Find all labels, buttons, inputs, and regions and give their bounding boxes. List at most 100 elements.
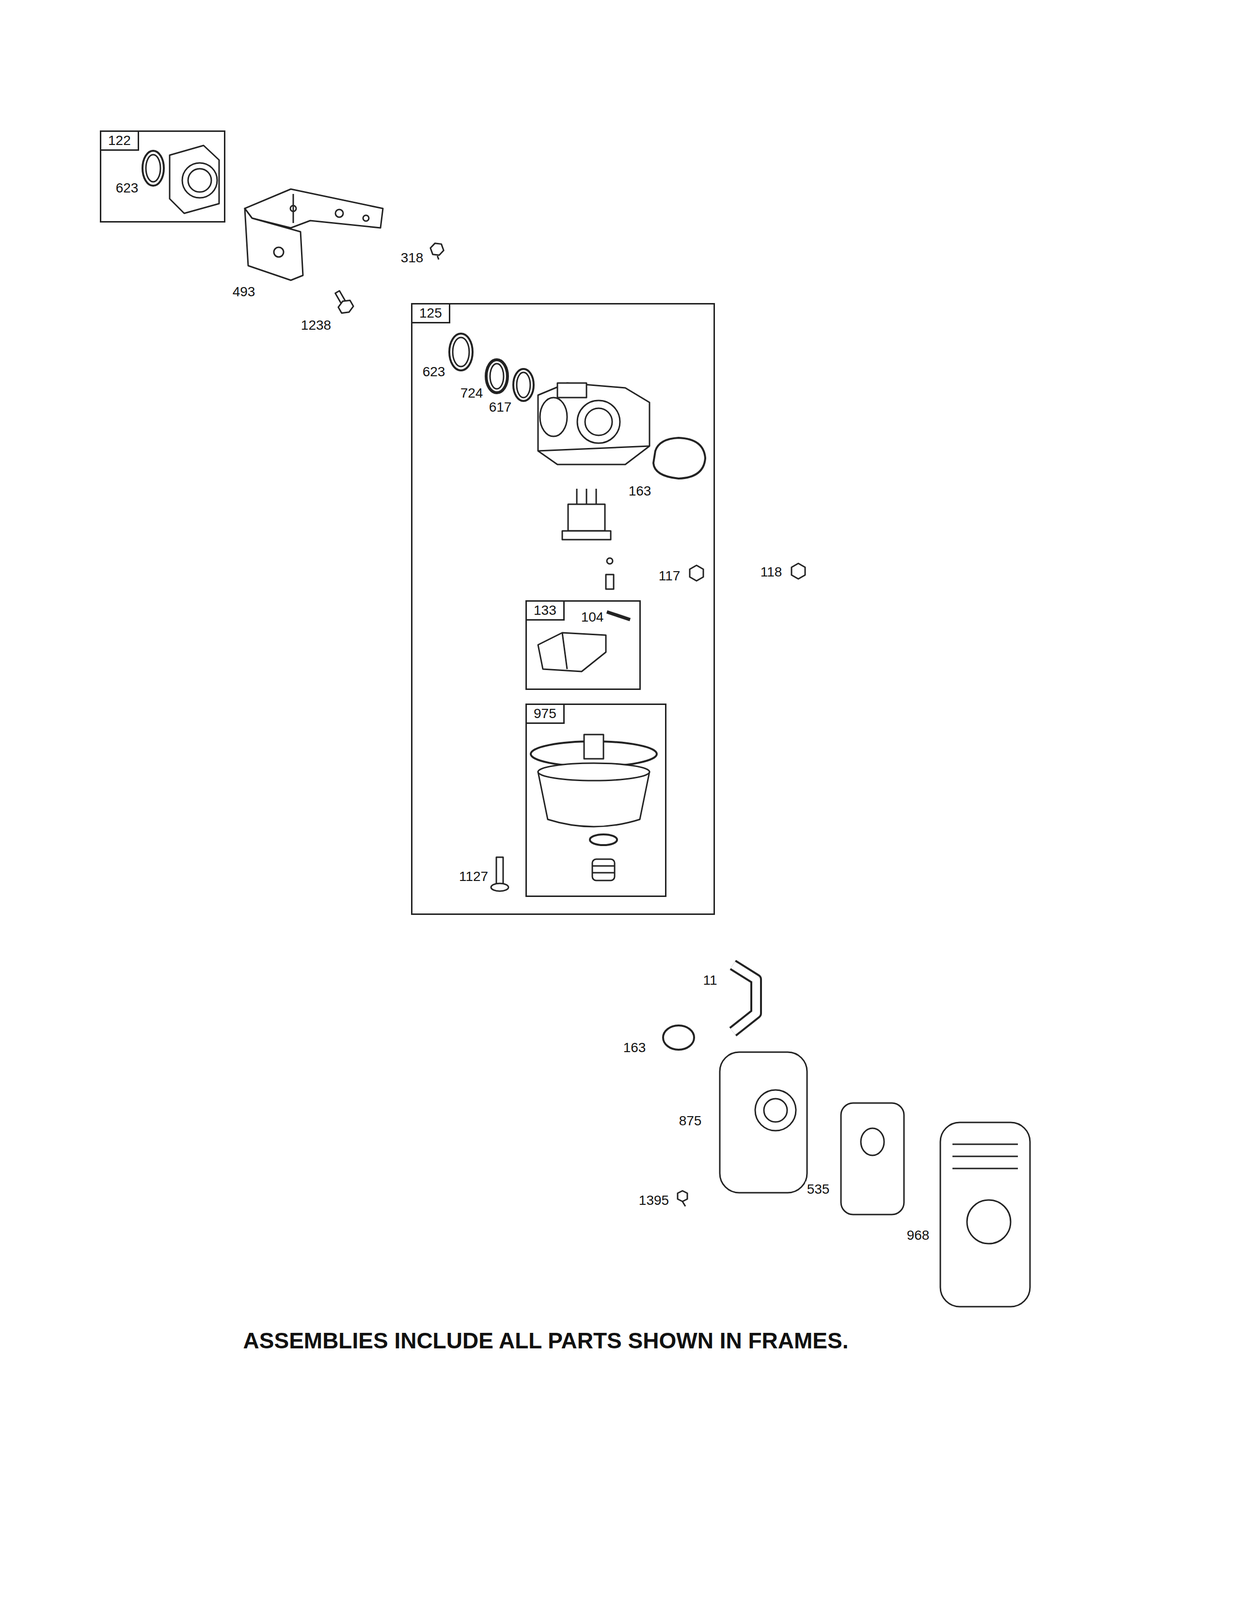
spacer-ring <box>486 359 508 393</box>
bowl-bolt <box>491 856 509 891</box>
screw <box>682 1201 686 1206</box>
gasket <box>449 333 473 371</box>
callout-number: 535 <box>805 1181 832 1197</box>
callout-number: 623 <box>421 364 447 380</box>
control-bracket <box>363 215 369 222</box>
float-bowl <box>538 762 650 781</box>
gasket <box>653 437 706 479</box>
carburetor-body <box>585 408 613 436</box>
air-cleaner-cover <box>952 1155 1018 1157</box>
small-part <box>605 574 614 589</box>
float <box>606 611 631 620</box>
control-bracket <box>335 209 344 218</box>
air-cleaner-cover <box>966 1199 1011 1244</box>
emulsion-tube <box>562 488 611 540</box>
gasket <box>452 337 470 367</box>
gasket <box>653 437 706 479</box>
assembly-frame: 1256237246171631171127133104975 <box>411 302 715 915</box>
callout-number: 617 <box>487 399 514 415</box>
assembly-number: 133 <box>526 601 565 621</box>
emulsion-tube <box>568 504 605 531</box>
small-part <box>605 557 614 589</box>
air-cleaner-base <box>755 1089 796 1131</box>
callout-number: 968 <box>905 1227 932 1243</box>
control-bracket <box>273 247 284 257</box>
callout-number: 318 <box>399 250 426 266</box>
air-filter <box>840 1102 904 1215</box>
frame-note: ASSEMBLIES INCLUDE ALL PARTS SHOWN IN FR… <box>243 1327 849 1354</box>
assembly-frame: 122 623 <box>99 130 226 223</box>
jet-nut <box>689 565 704 581</box>
air-cleaner-cover <box>940 1122 1030 1307</box>
air-cleaner-cover <box>940 1122 1030 1307</box>
air-filter <box>840 1102 904 1215</box>
screw <box>429 241 445 258</box>
callout-number: 163 <box>621 1039 648 1056</box>
float <box>538 632 606 672</box>
assembly-number: 125 <box>412 304 451 324</box>
float-bowl <box>592 871 615 874</box>
callout-number: 493 <box>231 284 257 300</box>
gasket <box>513 368 534 401</box>
air-cleaner-base <box>719 1051 808 1193</box>
breather-tube <box>732 964 757 1032</box>
bowl-bolt <box>496 856 504 886</box>
callout-number: 1127 <box>457 868 490 885</box>
screw <box>677 1190 688 1202</box>
jet-nut <box>689 565 704 581</box>
assembly-number: 975 <box>526 704 565 724</box>
assembly-number: 122 <box>101 131 140 151</box>
jet-nut <box>791 563 806 579</box>
emulsion-tube <box>562 530 611 540</box>
callout-number: 118 <box>759 564 784 580</box>
gasket <box>513 368 534 401</box>
breather-tube <box>732 964 757 1032</box>
callout-number: 163 <box>627 483 653 499</box>
carburetor-body <box>538 382 650 465</box>
gasket <box>142 150 164 186</box>
air-cleaner-base <box>719 1051 808 1193</box>
control-bracket <box>292 193 295 223</box>
air-filter <box>860 1127 885 1156</box>
gasket <box>142 150 164 186</box>
callout-number: 117 <box>657 568 682 584</box>
gasket <box>145 154 161 182</box>
assembly-frame: 133104 <box>525 600 641 690</box>
bowl-bolt <box>491 883 509 891</box>
float-bowl <box>589 834 618 845</box>
carburetor-body <box>538 445 650 451</box>
float-bowl <box>592 865 615 867</box>
gasket <box>449 333 473 371</box>
callout-number: 875 <box>677 1112 704 1129</box>
screw <box>429 241 446 261</box>
small-part <box>606 557 613 564</box>
intake-elbow <box>188 168 212 192</box>
screw <box>677 1190 688 1206</box>
gasket <box>516 372 531 398</box>
screw <box>336 297 355 316</box>
carburetor-body <box>557 382 587 398</box>
gasket <box>663 1025 695 1050</box>
spacer-ring <box>490 363 504 389</box>
carburetor-body <box>539 397 568 437</box>
carburetor-body <box>577 400 620 444</box>
float-bowl <box>584 734 604 759</box>
intake-elbow <box>182 162 218 198</box>
screw <box>331 288 355 316</box>
float-bowl <box>530 734 657 881</box>
callout-number: 623 <box>114 180 141 196</box>
air-cleaner-base <box>763 1098 788 1122</box>
assembly-frame: 975 <box>525 703 667 897</box>
float-bowl <box>592 858 615 881</box>
air-cleaner-cover <box>952 1167 1018 1170</box>
control-bracket <box>244 189 383 281</box>
callout-number: 1238 <box>299 317 333 333</box>
screw <box>437 255 439 260</box>
breather-tube <box>732 964 757 1032</box>
carburetor-body <box>538 382 650 465</box>
control-bracket <box>244 208 303 281</box>
gasket <box>663 1025 695 1050</box>
